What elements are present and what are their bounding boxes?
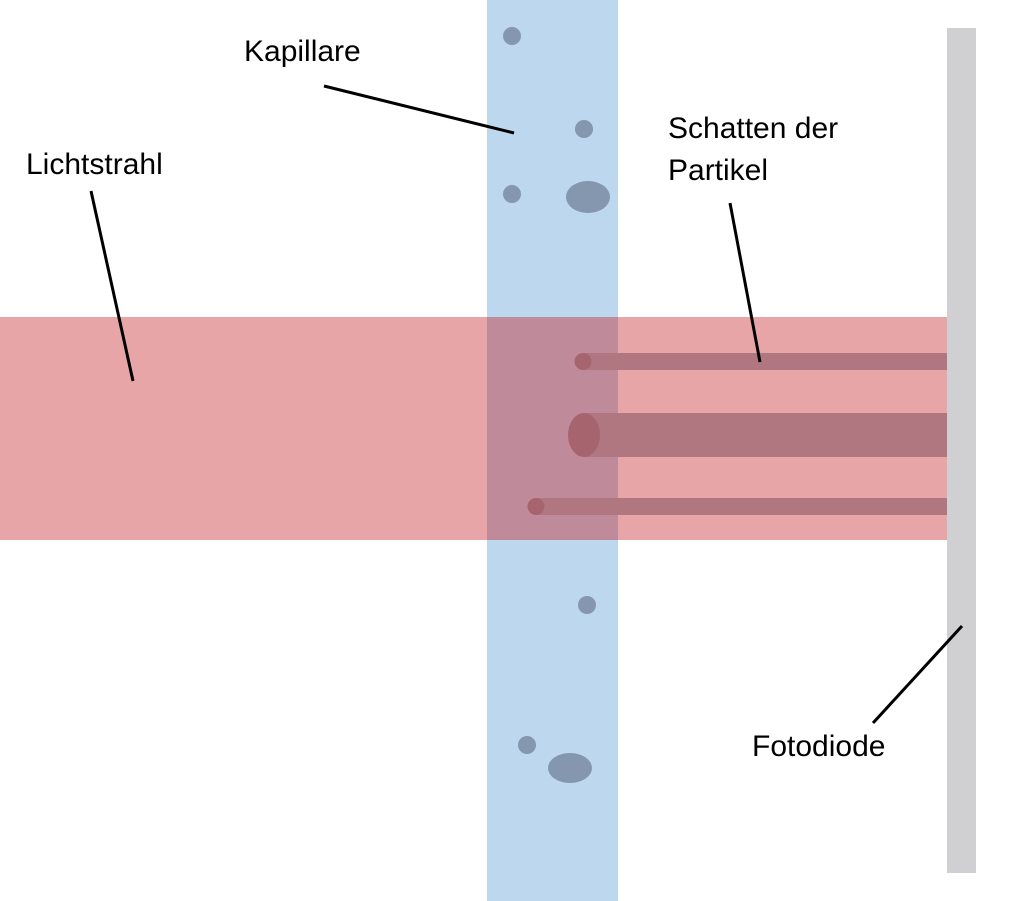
particle: [518, 736, 536, 754]
label-photodiode: Fotodiode: [752, 730, 886, 763]
label-particle-shadows-line2: Partikel: [668, 154, 769, 187]
label-capillary: Kapillare: [244, 35, 361, 68]
photodiode: [947, 28, 976, 873]
particle: [503, 185, 521, 203]
particle-shadow-small-top: [583, 353, 947, 370]
leader-line-light-beam: [89, 190, 135, 382]
particle-large: [548, 753, 592, 783]
label-particle-shadows: Schatten der Partikel: [668, 108, 838, 192]
leader-line-capillary: [323, 84, 515, 135]
label-particle-shadows-line1: Schatten der: [668, 112, 839, 145]
particle-shadow-small-bottom: [536, 498, 947, 515]
particle-shadow-large: [584, 413, 947, 457]
particle: [503, 27, 521, 45]
particle-in-beam-large: [568, 413, 600, 457]
leader-line-shadows: [728, 202, 762, 363]
particle-large: [566, 181, 610, 213]
particle: [575, 120, 593, 138]
particle-in-beam-small-top: [574, 353, 592, 370]
particle: [578, 596, 596, 614]
label-light-beam: Lichtstrahl: [26, 148, 163, 181]
leader-line-photodiode: [871, 624, 964, 725]
particle-in-beam-small-bottom: [527, 498, 545, 515]
